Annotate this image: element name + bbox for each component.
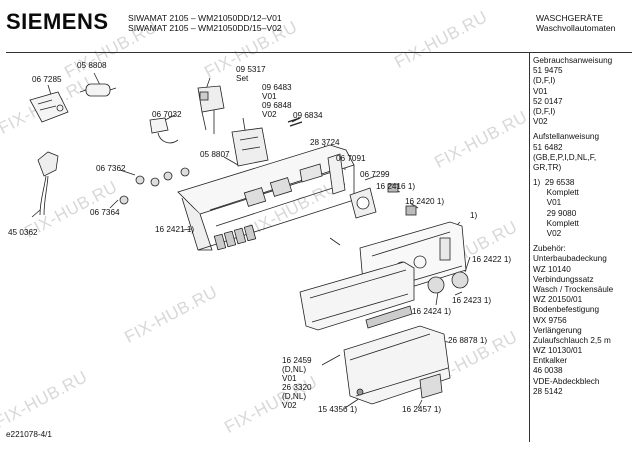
part-label-096848-v02: V02 (262, 110, 277, 119)
part-label-067091: 06 7091 (336, 154, 366, 163)
part-label-067364: 06 7364 (90, 208, 120, 217)
part-label-268878: 26 8878 1) (448, 336, 488, 345)
sidebar-line: Wasch / Trockensäule (533, 284, 614, 294)
sidebar-line: Komplett (533, 188, 579, 198)
sidebar-line: (D,F,I) (533, 76, 556, 86)
sidebar-line: Verlängerung (533, 325, 582, 335)
part-label-067032: 06 7032 (152, 110, 182, 119)
category-line-1: WASCHGERÄTE (536, 13, 604, 23)
sidebar-line: VDE-Abdeckblech (533, 376, 600, 386)
sidebar-line: Verbindungssatz (533, 274, 594, 284)
model-line-2: SIWAMAT 2105 – WM21050DD/15–V02 (128, 23, 282, 33)
sidebar-line: Bodenbefestigung (533, 305, 600, 315)
part-label-067362: 06 7362 (96, 164, 126, 173)
part-label-096483-v01: V01 (262, 92, 277, 101)
sidebar-line: 29 9080 (533, 208, 577, 218)
sidebar-line: V02 (533, 229, 562, 238)
part-label-162459-v01: V01 (282, 374, 297, 383)
sidebar-line: 51 6482 (533, 142, 563, 152)
sidebar-line: Zulaufschlauch 2,5 m (533, 335, 611, 345)
part-label-154356: 15 4356 1) (318, 405, 358, 414)
part-label-095317: 09 5317 (236, 65, 266, 74)
sidebar-line: GR,TR) (533, 162, 562, 172)
brand-logo: SIEMENS (6, 9, 109, 34)
part-label-095317-set: Set (236, 74, 249, 83)
part-label-162459: 16 2459 (282, 356, 312, 365)
part-label-450362: 45 0362 (8, 228, 38, 237)
part-label-162420: 16 2420 1) (405, 197, 445, 206)
part-label-162424: 16 2424 1) (412, 307, 452, 316)
part-label-263320-v02: V02 (282, 401, 297, 410)
sidebar-line: 52 0147 (533, 96, 563, 106)
sidebar-line: 28 5142 (533, 386, 563, 396)
sidebar-line: 1) 29 6538 (533, 178, 575, 188)
sidebar-line: V01 (533, 86, 548, 96)
sidebar-line: WZ 10130/01 (533, 346, 583, 356)
part-label-note-1: 1) (470, 211, 478, 220)
part-label-162423: 16 2423 1) (452, 296, 492, 305)
sidebar-line: WX 9756 (533, 315, 567, 325)
part-label-067285: 06 7285 (32, 75, 62, 84)
sidebar-line: (D,F,I) (533, 106, 556, 116)
part-label-058808: 05 8808 (77, 61, 107, 70)
sidebar-line: Gebrauchsanweisung (533, 56, 613, 65)
sidebar-line: Komplett (533, 218, 579, 228)
sidebar-line: Zubehör: (533, 244, 566, 254)
category-line-2: Waschvollautomaten (536, 23, 616, 33)
part-label-283724: 28 3724 (310, 138, 340, 147)
sidebar-line: Entkalker (533, 356, 568, 366)
part-label-058807: 05 8807 (200, 150, 230, 159)
drawing-code: e221078-4/1 (6, 430, 52, 439)
part-label-162457: 16 2457 1) (402, 405, 442, 414)
model-line-1: SIWAMAT 2105 – WM21050DD/12–V01 (128, 13, 282, 23)
part-label-096848: 09 6848 (262, 101, 292, 110)
part-label-067299: 06 7299 (360, 170, 390, 179)
sidebar-line: (GB,E,P,I,D,NL,F, (533, 152, 597, 162)
sidebar-line: 46 0038 (533, 366, 563, 376)
sidebar-divider (529, 52, 530, 442)
header-rule (6, 52, 632, 53)
sidebar-line: WZ 10140 (533, 264, 571, 274)
sidebar-line: Aufstellanweisung (533, 132, 599, 142)
sidebar-line: 51 9475 (533, 66, 563, 76)
part-label-162459-dnl: (D,NL) (282, 365, 307, 374)
part-label-096483: 09 6483 (262, 83, 292, 92)
part-label-263320: 26 3320 (282, 383, 312, 392)
part-label-096834: 09 6834 (293, 111, 323, 120)
part-label-162421: 16 2421 1) (155, 225, 195, 234)
sidebar-line: V02 (533, 117, 548, 127)
sidebar-line: WZ 20150/01 (533, 295, 583, 305)
part-label-263320-dnl: (D,NL) (282, 392, 307, 401)
sidebar-line: Unterbaubadeckung (533, 254, 607, 264)
exploded-parts-diagram (29, 72, 471, 409)
part-label-162416: 16 2416 1) (376, 182, 416, 191)
part-label-162422: 16 2422 1) (472, 255, 512, 264)
sidebar-line: V01 (533, 198, 562, 208)
